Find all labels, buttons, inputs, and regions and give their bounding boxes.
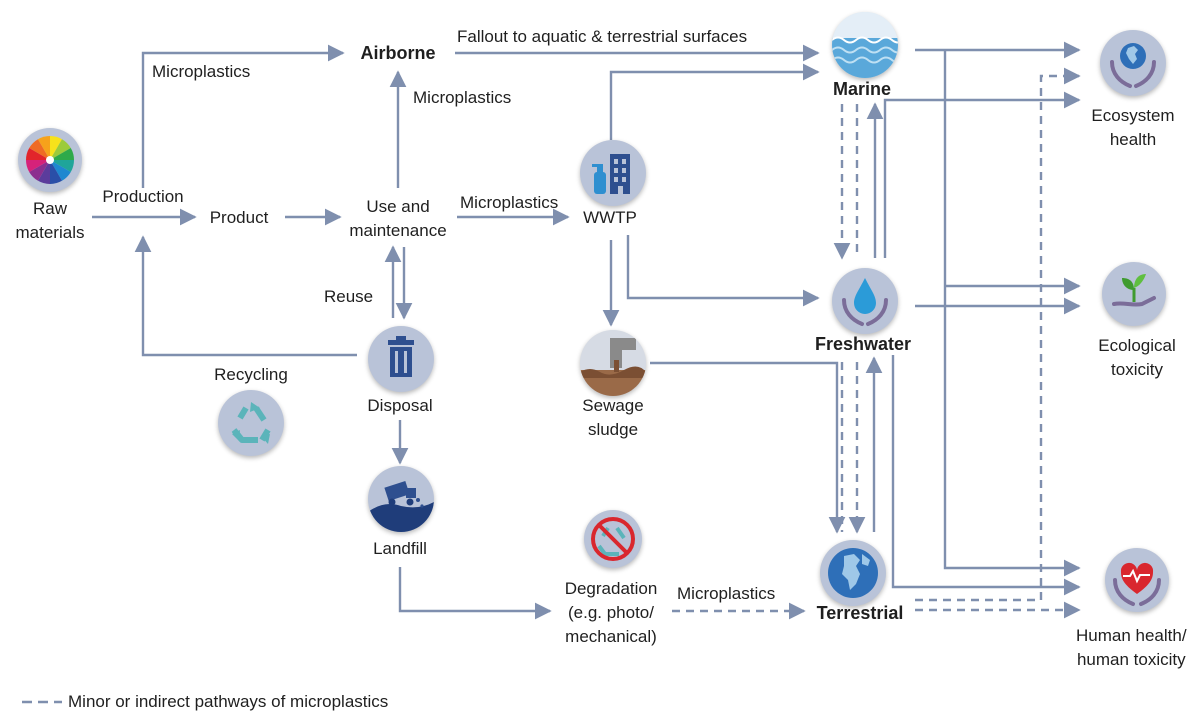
no-recycle-icon <box>584 510 642 568</box>
dashed-terrestrial-to-ecosystem <box>915 67 1081 602</box>
microplastics-wwtp-label: Microplastics <box>460 193 559 212</box>
sewage-pipe-icon <box>580 330 646 396</box>
arrow-landfill-to-degradation <box>398 567 552 620</box>
arrow-production-to-airborne <box>141 44 345 188</box>
wwtp-label: WWTP <box>583 208 637 227</box>
use-maintenance-label: Use and maintenance <box>349 197 447 240</box>
wwtp-building-icon <box>580 140 646 206</box>
marine-vertical-line <box>943 50 1081 577</box>
ecological-toxicity-label: Ecological toxicity <box>1098 336 1176 379</box>
human-health-label: Human health/ human toxicity <box>1076 626 1187 669</box>
trash-can-icon <box>368 326 434 392</box>
recycling-label: Recycling <box>214 365 288 384</box>
microplastics-degradation-label: Microplastics <box>677 584 776 603</box>
product-label: Product <box>209 208 269 227</box>
legend-text: Minor or indirect pathways of microplast… <box>68 692 389 711</box>
arrow-wwtp-to-marine <box>609 63 820 140</box>
fallout-label: Fallout to aquatic & terrestrial surface… <box>457 27 748 46</box>
landfill-label: Landfill <box>373 539 427 558</box>
freshwater-label: Freshwater <box>814 334 912 354</box>
disposal-label: Disposal <box>367 396 433 415</box>
reuse-label: Reuse <box>324 287 374 306</box>
globe-hands-icon <box>1100 30 1166 96</box>
microplastics-production-label: Microplastics <box>152 62 251 81</box>
microplastics-use-label: Microplastics <box>413 88 512 107</box>
ecosystem-health-label: Ecosystem health <box>1091 106 1175 149</box>
marine-label: Marine <box>832 79 892 99</box>
sewage-sludge-label: Sewage sludge <box>582 396 644 439</box>
color-wheel-icon <box>18 128 82 192</box>
arrow-freshwater-to-human <box>891 355 1081 596</box>
globe-icon <box>820 540 886 606</box>
arrow-freshwater-to-ecosystem <box>883 91 1081 258</box>
arrow-recycling <box>134 235 357 357</box>
waves-icon <box>832 12 898 78</box>
airborne-label: Airborne <box>360 43 436 63</box>
raw-materials-label: Raw materials <box>15 199 85 242</box>
production-label: Production <box>102 187 184 206</box>
degradation-label: Degradation (e.g. photo/ mechanical) <box>564 579 658 646</box>
recycle-icon <box>218 390 284 456</box>
sprout-hand-icon <box>1102 262 1166 326</box>
arrow-wwtp-to-freshwater <box>626 235 820 307</box>
dump-truck-icon <box>368 466 434 532</box>
arrow-sludge-to-terrestrial <box>650 361 846 534</box>
terrestrial-label: Terrestrial <box>816 603 904 623</box>
water-drop-hands-icon <box>832 268 898 334</box>
heart-hands-icon <box>1105 548 1169 612</box>
